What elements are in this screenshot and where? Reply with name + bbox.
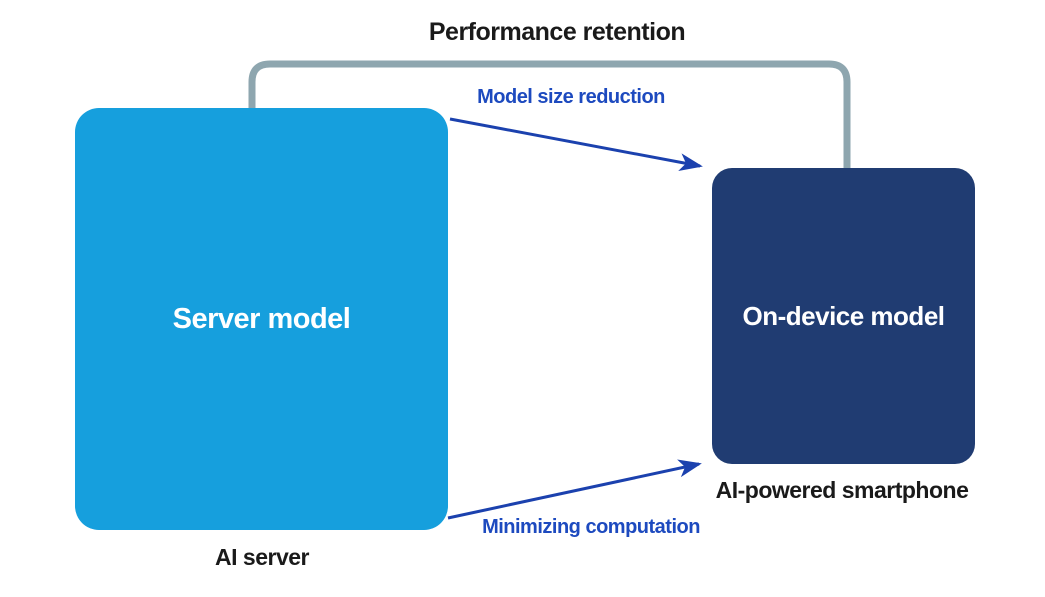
ai-powered-smartphone-caption: AI-powered smartphone <box>715 477 969 503</box>
ai-server-caption: AI server <box>215 544 309 570</box>
diagram-title: Performance retention <box>428 18 686 46</box>
model-size-reduction-arrow <box>449 117 703 172</box>
server-model-label: Server model <box>172 302 351 335</box>
minimizing-computation-arrow <box>447 459 702 520</box>
on-device-model-label: On-device model <box>742 300 946 331</box>
minimizing-computation-label: Minimizing computation <box>482 516 700 538</box>
model-size-reduction-label: Model size reduction <box>477 86 665 108</box>
on-device-model-box: On-device model <box>712 168 975 464</box>
server-model-box: Server model <box>75 108 448 530</box>
